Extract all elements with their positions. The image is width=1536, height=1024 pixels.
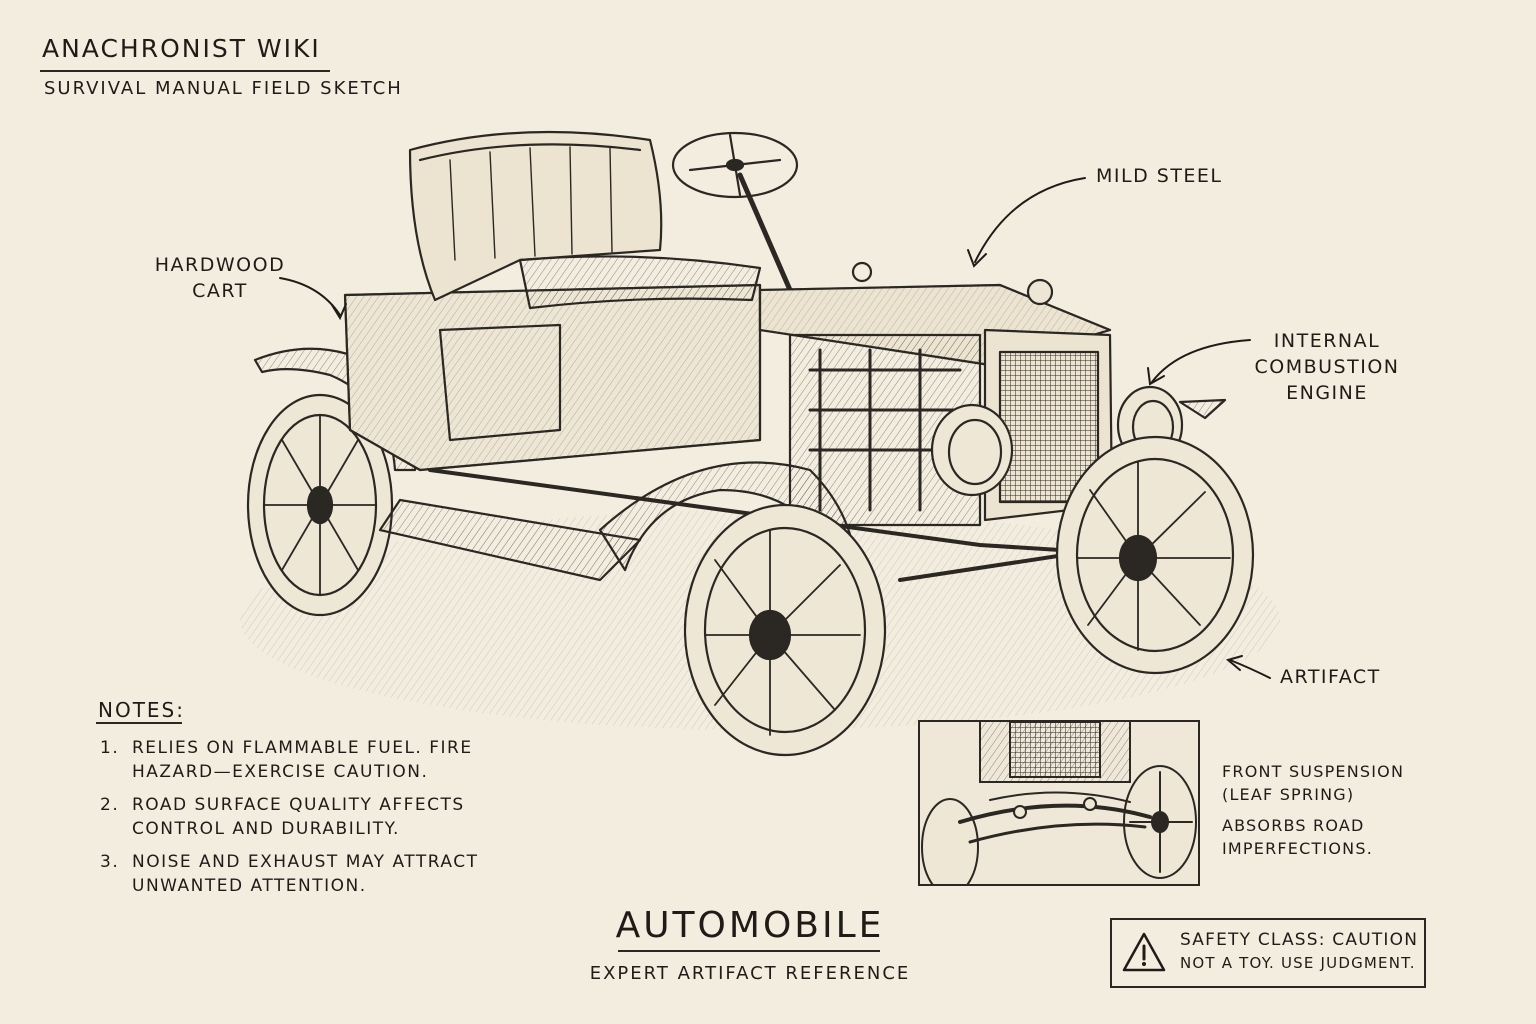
suspension-sketch <box>921 722 1197 884</box>
note-item: 2. ROAD SURFACE QUALITY AFFECTS CONTROL … <box>100 793 520 841</box>
rear-wheel <box>246 393 394 617</box>
wiki-title: ANACHRONIST WIKI <box>42 34 321 63</box>
notes-heading: NOTES: <box>98 698 185 722</box>
inset-caption-function: ABSORBS ROAD IMPERFECTIONS. <box>1222 816 1373 858</box>
warning-triangle-icon <box>1122 932 1166 972</box>
title-underline <box>40 70 330 72</box>
callout-mild-steel: MILD STEEL <box>1096 165 1223 187</box>
front-wheel-left <box>683 503 887 757</box>
notes-list: 1. RELIES ON FLAMMABLE FUEL. FIRE HAZARD… <box>100 736 520 907</box>
callout-artifact: ARTIFACT <box>1280 666 1381 688</box>
note-number: 2. <box>100 795 120 815</box>
page-title-underline <box>618 950 880 952</box>
suspension-detail-inset <box>918 720 1200 886</box>
callout-hardwood-cart: HARDWOOD CART <box>154 254 286 302</box>
inset-caption-suspension: FRONT SUSPENSION (LEAF SPRING) <box>1222 762 1405 804</box>
note-item: 1. RELIES ON FLAMMABLE FUEL. FIRE HAZARD… <box>100 736 520 784</box>
callout-engine: INTERNAL COMBUSTION ENGINE <box>1254 330 1400 404</box>
safety-warning-text: NOT A TOY. USE JUDGMENT. <box>1180 954 1416 972</box>
page-subtitle: EXPERT ARTIFACT REFERENCE <box>589 963 911 984</box>
note-text: NOISE AND EXHAUST MAY ATTRACT UNWANTED A… <box>132 852 479 896</box>
note-text: RELIES ON FLAMMABLE FUEL. FIRE HAZARD—EX… <box>132 738 473 782</box>
front-wheel-right <box>1055 435 1255 675</box>
wiki-subtitle: SURVIVAL MANUAL FIELD SKETCH <box>44 78 403 99</box>
safety-class-label: SAFETY CLASS: CAUTION <box>1180 930 1419 950</box>
note-text: ROAD SURFACE QUALITY AFFECTS CONTROL AND… <box>132 795 465 839</box>
note-number: 3. <box>100 852 120 872</box>
page-title: AUTOMOBILE <box>615 905 885 946</box>
note-item: 3. NOISE AND EXHAUST MAY ATTRACT UNWANTE… <box>100 850 520 898</box>
safety-class-box <box>1110 918 1426 988</box>
notes-underline <box>96 722 182 724</box>
note-number: 1. <box>100 738 120 758</box>
